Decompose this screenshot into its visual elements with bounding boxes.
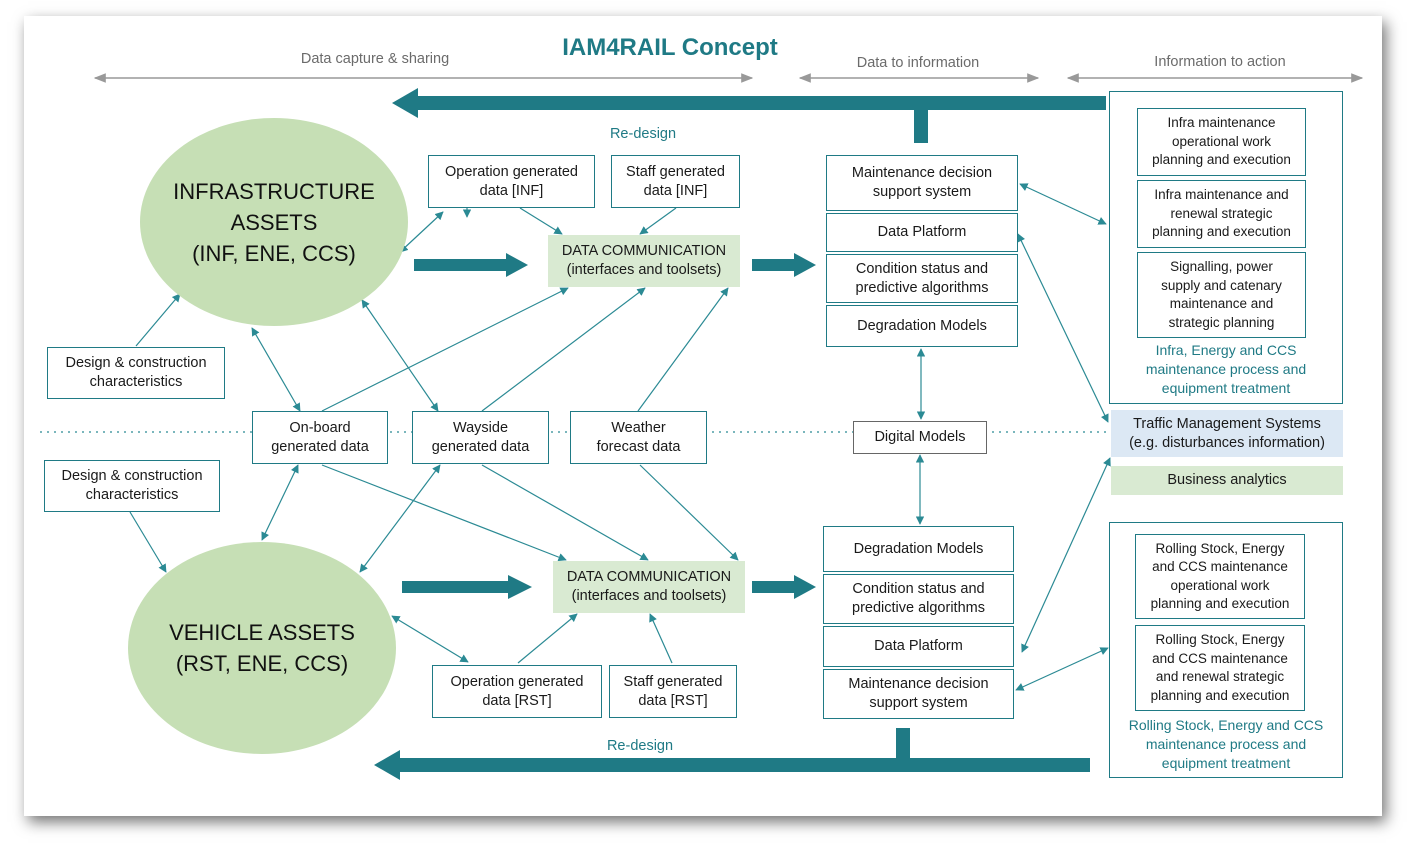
- business-analytics: Business analytics: [1111, 466, 1343, 495]
- digital-models: Digital Models: [853, 421, 987, 454]
- onboard-generated-data: On-board generated data: [252, 411, 388, 464]
- connector: [1017, 233, 1109, 423]
- data-communication-top: DATA COMMUNICATION (interfaces and tools…: [548, 235, 740, 287]
- stack-top-data-platform: Data Platform: [826, 213, 1018, 252]
- connector: [321, 287, 569, 412]
- connector: [1015, 647, 1109, 691]
- infra-action-signalling: Signalling, power supply and catenary ma…: [1137, 252, 1306, 338]
- connector: [261, 464, 299, 541]
- design-characteristics-bottom: Design & construction characteristics: [44, 460, 220, 512]
- staff-generated-data-rst: Staff generated data [RST]: [609, 665, 737, 718]
- data-communication-bottom: DATA COMMUNICATION (interfaces and tools…: [553, 561, 745, 613]
- connector: [251, 327, 301, 412]
- redesign-bottom-arrow: [374, 728, 1090, 780]
- connector: [129, 511, 167, 573]
- vehicle-assets-node: VEHICLE ASSETS (RST, ENE, CCS): [128, 542, 396, 754]
- infra-panel-caption: Infra, Energy and CCS maintenance proces…: [1145, 342, 1307, 396]
- redesign-top-label: Re-design: [609, 126, 677, 142]
- connector: [517, 613, 578, 664]
- weather-forecast-data: Weather forecast data: [570, 411, 707, 464]
- stack-bottom-degradation-models: Degradation Models: [823, 526, 1014, 572]
- flow-arrow-datacomm-to-stack-top: [752, 253, 816, 277]
- flow-arrow-datacomm-to-stack-bottom: [752, 575, 816, 599]
- connector: [361, 299, 439, 412]
- header-capture: Data capture & sharing: [300, 51, 450, 67]
- operation-generated-data-inf: Operation generated data [INF]: [428, 155, 595, 208]
- stack-bottom-condition-status: Condition status and predictive algorith…: [823, 574, 1014, 624]
- connector: [639, 207, 677, 235]
- connector: [135, 293, 181, 347]
- stack-bottom-data-platform: Data Platform: [823, 626, 1014, 667]
- connector: [391, 615, 469, 663]
- stack-top-condition-status: Condition status and predictive algorith…: [826, 254, 1018, 303]
- header-action: Information to action: [1154, 54, 1286, 70]
- diagram-title: IAM4RAIL Concept: [562, 34, 778, 61]
- connector: [359, 464, 441, 573]
- connector: [639, 464, 739, 561]
- header-information: Data to information: [856, 55, 980, 71]
- connector: [321, 464, 567, 562]
- connector: [481, 287, 646, 412]
- redesign-top-arrow: [392, 88, 1106, 143]
- infra-action-operational: Infra maintenance operational work plann…: [1137, 108, 1306, 176]
- design-characteristics-top: Design & construction characteristics: [47, 347, 225, 399]
- wayside-generated-data: Wayside generated data: [412, 411, 549, 464]
- connector: [519, 207, 563, 235]
- stack-bottom-maintenance-decision: Maintenance decision support system: [823, 669, 1014, 719]
- infra-action-strategic: Infra maintenance and renewal strategic …: [1137, 180, 1306, 248]
- connector: [1019, 183, 1107, 225]
- stack-top-degradation-models: Degradation Models: [826, 305, 1018, 347]
- connector: [481, 464, 649, 561]
- stack-top-maintenance-decision: Maintenance decision support system: [826, 155, 1018, 211]
- rst-action-strategic: Rolling Stock, Energy and CCS maintenanc…: [1135, 625, 1305, 711]
- flow-arrow-vehicle-to-datacomm: [402, 575, 532, 599]
- redesign-bottom-label: Re-design: [606, 738, 674, 754]
- connector: [637, 287, 729, 412]
- connector: [1021, 457, 1111, 653]
- infrastructure-assets-node: INFRASTRUCTURE ASSETS (INF, ENE, CCS): [140, 118, 408, 326]
- rst-action-operational: Rolling Stock, Energy and CCS maintenanc…: [1135, 534, 1305, 619]
- connector: [399, 211, 444, 253]
- rst-panel-caption: Rolling Stock, Energy and CCS maintenanc…: [1128, 717, 1324, 771]
- flow-arrow-infra-to-datacomm: [414, 253, 528, 277]
- operation-generated-data-rst: Operation generated data [RST]: [432, 665, 602, 718]
- staff-generated-data-inf: Staff generated data [INF]: [611, 155, 740, 208]
- traffic-management-systems: Traffic Management Systems (e.g. disturb…: [1111, 410, 1343, 457]
- connector: [649, 613, 673, 664]
